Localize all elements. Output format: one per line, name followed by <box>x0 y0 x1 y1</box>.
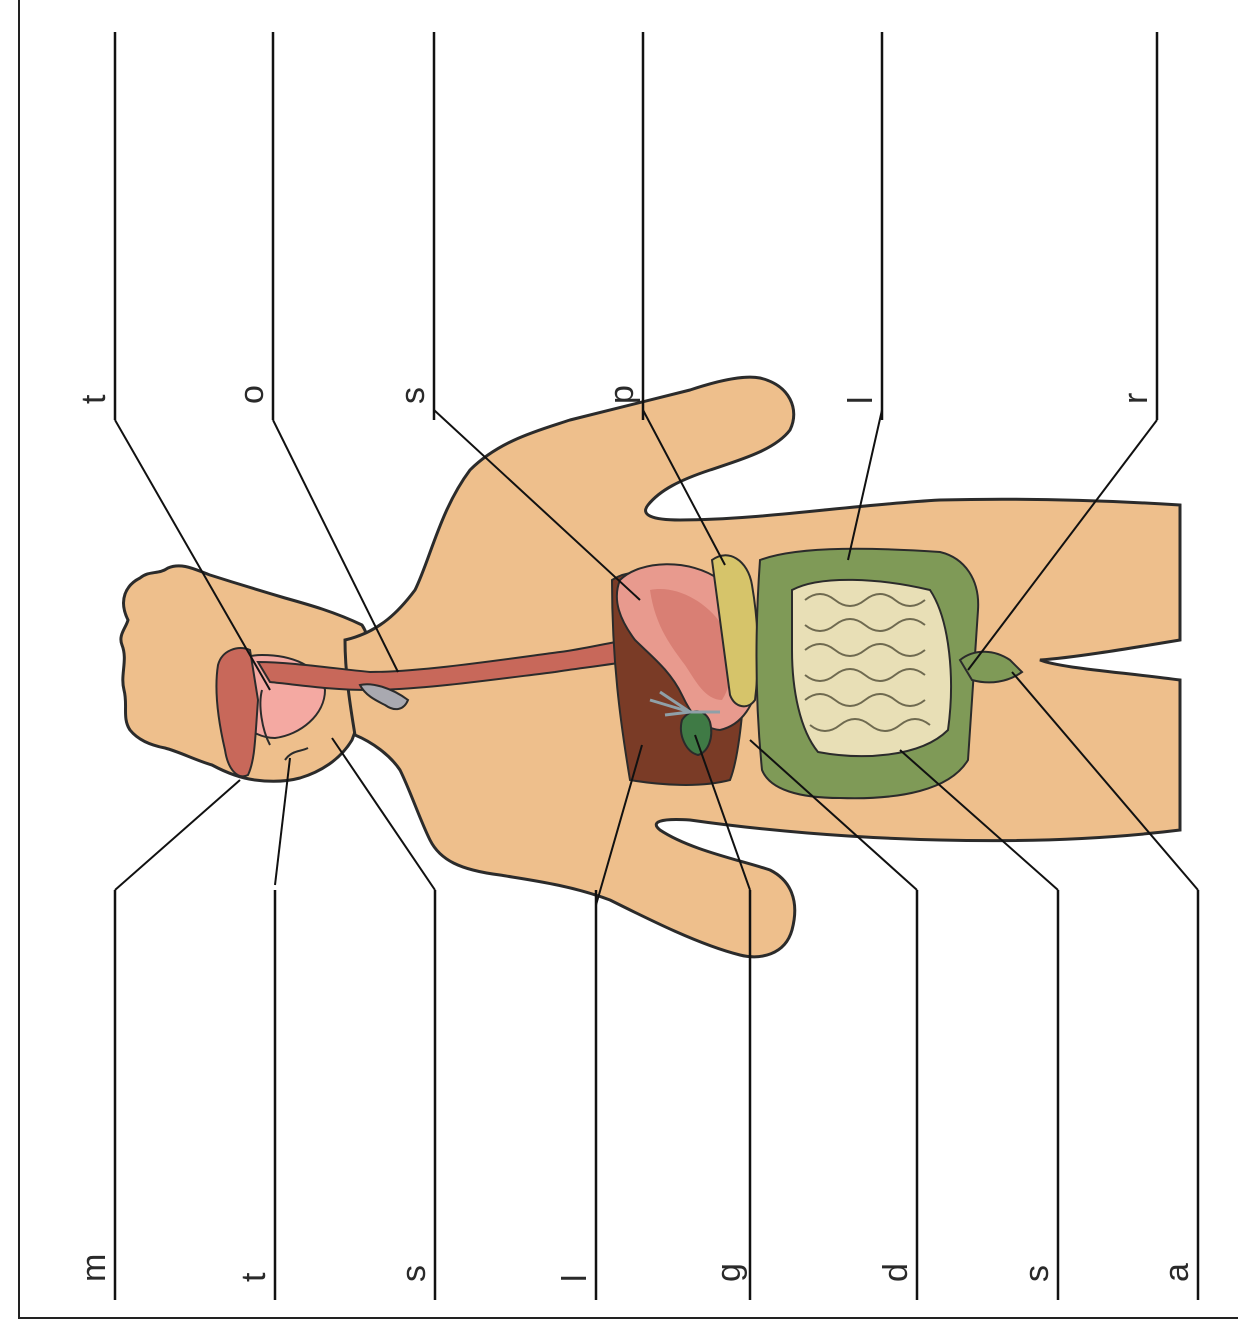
top-label-2: o <box>233 385 271 404</box>
top-label-6: r <box>1117 393 1155 404</box>
bottom-label-5: g <box>710 1263 748 1282</box>
bottom-label-2: t <box>235 1272 273 1282</box>
bottom-label-4: l <box>556 1274 594 1282</box>
bottom-label-6: d <box>877 1263 915 1282</box>
bottom-label-3: s <box>395 1265 433 1282</box>
top-label-5: l <box>842 396 880 404</box>
top-label-4: p <box>603 385 641 404</box>
top-label-3: s <box>394 387 432 404</box>
bottom-label-1: m <box>75 1254 113 1282</box>
leader-bottom-m <box>115 780 240 890</box>
bottom-label-7: s <box>1018 1265 1056 1282</box>
bottom-label-8: a <box>1158 1263 1196 1282</box>
top-labels: t o s p l r <box>75 385 1155 404</box>
top-label-1: t <box>75 394 113 404</box>
bottom-labels: m t s l g d s a <box>75 1254 1196 1282</box>
